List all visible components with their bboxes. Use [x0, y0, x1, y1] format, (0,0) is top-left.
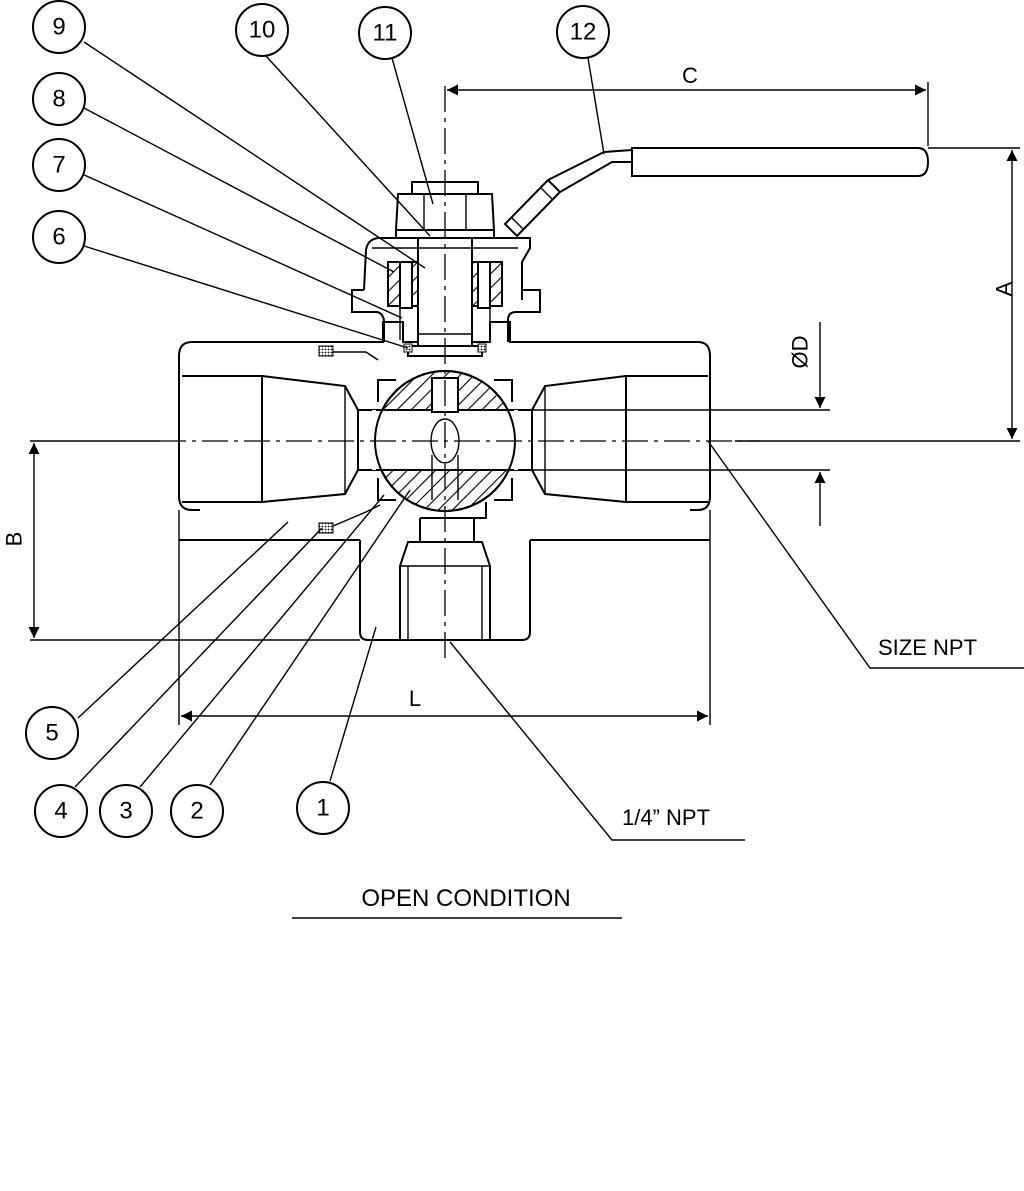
dimension-c-label: C: [682, 63, 698, 88]
caption: OPEN CONDITION: [292, 885, 622, 919]
balloon-4-label: 4: [54, 798, 67, 825]
centerline: [160, 86, 760, 662]
balloon-9: 9: [32, 0, 86, 54]
balloon-10-label: 10: [249, 17, 276, 44]
balloon-8: 8: [32, 72, 86, 126]
quarter-npt-callout: 1/4” NPT: [449, 641, 745, 841]
balloon-2: 2: [170, 784, 224, 838]
balloon-7-label: 7: [52, 152, 65, 179]
balloon-3: 3: [99, 784, 153, 838]
balloon-6-label: 6: [52, 224, 65, 251]
left-end-connector: [182, 375, 376, 503]
dimension-b: B: [2, 440, 360, 641]
size-npt-callout: SIZE NPT: [707, 440, 1024, 669]
dimension-a-label: A: [992, 281, 1017, 296]
dimension-l: L: [181, 686, 708, 722]
size-npt-label: SIZE NPT: [878, 635, 977, 660]
balloon-8-label: 8: [52, 86, 65, 113]
balloon-12: 12: [556, 5, 610, 59]
seat: [377, 379, 513, 501]
gland-packing: [387, 261, 503, 340]
dimension-b-label: B: [2, 532, 27, 547]
balloon-11-label: 11: [373, 20, 398, 47]
dimension-d: ØD: [520, 322, 830, 526]
dimension-l-label: L: [409, 686, 421, 711]
caption-text: OPEN CONDITION: [361, 885, 570, 912]
lever-handle: [503, 147, 930, 238]
balloon-10: 10: [235, 3, 289, 57]
balloon-9-label: 9: [52, 14, 65, 41]
balloon-2-label: 2: [190, 798, 203, 825]
balloon-3-label: 3: [119, 798, 132, 825]
leader-lines: [74, 41, 605, 788]
balloon-7: 7: [32, 138, 86, 192]
o-ring: [318, 345, 381, 534]
balloon-4: 4: [34, 784, 88, 838]
quarter-npt-label: 1/4” NPT: [622, 805, 710, 830]
dimension-c: C: [447, 63, 929, 146]
dimension-a: A: [735, 147, 1020, 442]
balloon-12-label: 12: [570, 19, 597, 46]
balloon-5-label: 5: [45, 720, 58, 747]
balloon-1: 1: [296, 781, 350, 835]
balloon-6: 6: [32, 210, 86, 264]
dimension-d-label: ØD: [788, 336, 813, 369]
right-end-connector: [514, 375, 708, 503]
balloon-11: 11: [358, 6, 412, 60]
balloon-1-label: 1: [316, 795, 329, 822]
balloon-5: 5: [25, 706, 79, 760]
